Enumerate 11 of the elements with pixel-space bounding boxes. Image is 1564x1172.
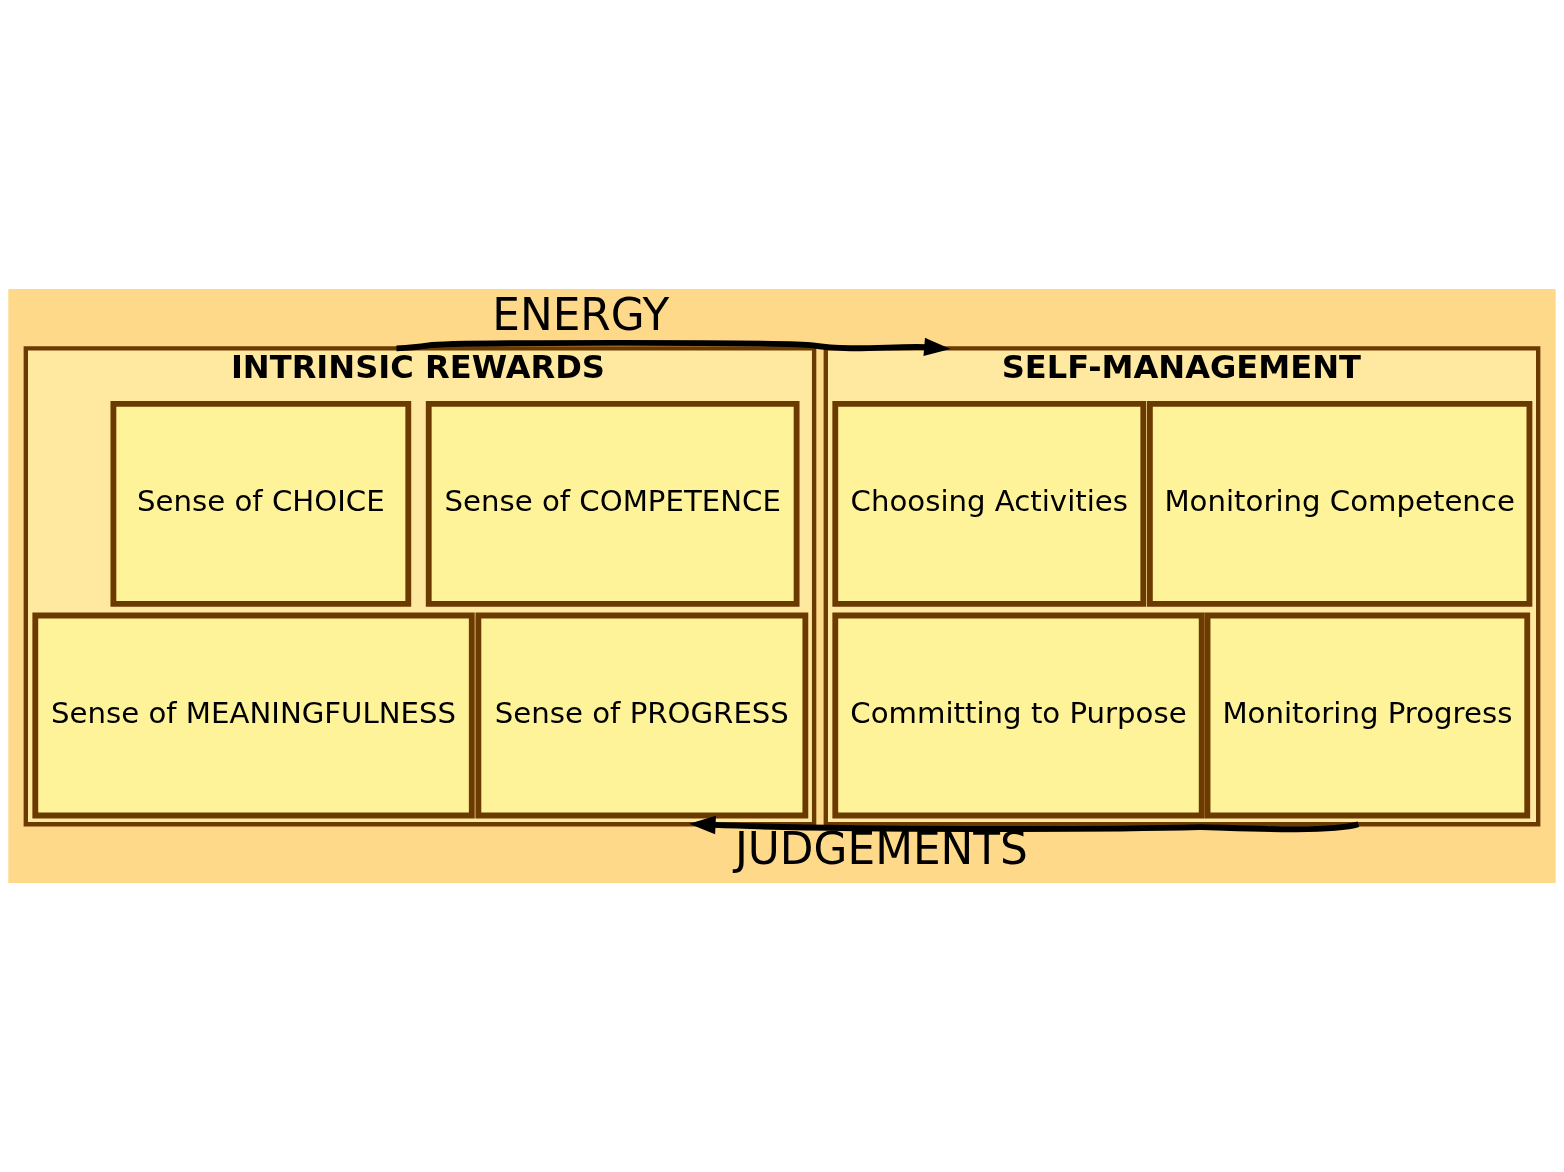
arrow	[396, 337, 951, 357]
edge-label: ENERGY	[492, 288, 670, 340]
node-box: Sense of MEANINGFULNESS	[32, 612, 475, 819]
node-box: Monitoring Progress	[1204, 612, 1531, 819]
node-box: Sense of COMPETENCE	[425, 400, 800, 607]
arrow	[689, 815, 1360, 835]
node-box: Monitoring Competence	[1146, 400, 1533, 607]
node-box: Committing to Purpose	[832, 612, 1205, 819]
node-box: Choosing Activities	[832, 400, 1147, 607]
node-box: Sense of CHOICE	[110, 400, 412, 607]
node-box: Sense of PROGRESS	[475, 612, 809, 819]
